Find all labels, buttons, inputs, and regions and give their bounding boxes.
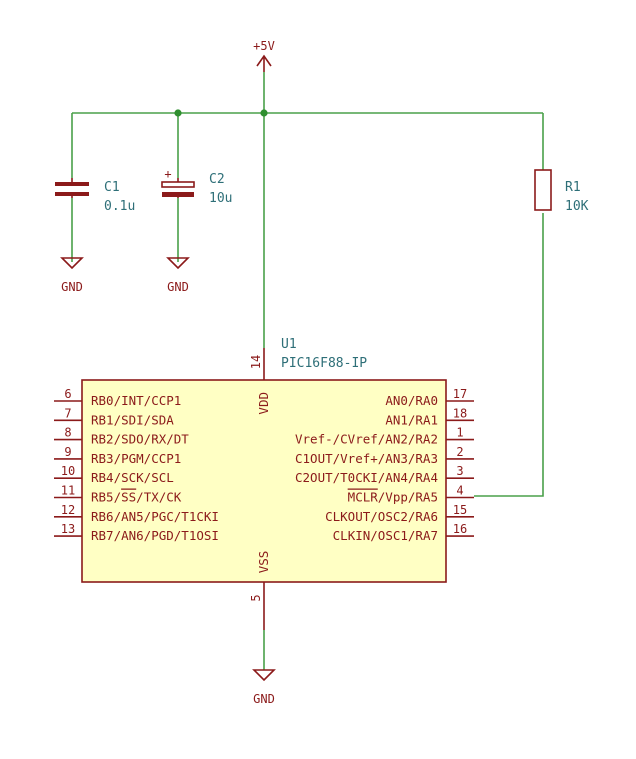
left-pin-name: RB1/SDI/SDA xyxy=(91,412,174,427)
right-pin-name: C2OUT/T0CKI/AN4/RA4 xyxy=(295,470,438,485)
vss-pin-number: 5 xyxy=(249,594,263,601)
gnd-label-c2: GND xyxy=(167,280,189,294)
left-pin-number: 6 xyxy=(64,387,71,401)
right-pin-number: 1 xyxy=(456,426,463,440)
junction-dot xyxy=(174,109,182,117)
left-pin-number: 10 xyxy=(61,464,75,478)
left-pin-number: 13 xyxy=(61,522,75,536)
left-pin-name: RB3/PGM/CCP1 xyxy=(91,451,181,466)
right-pin-number: 3 xyxy=(456,464,463,478)
left-pin-name: RB2/SDO/RX/DT xyxy=(91,432,189,447)
c2-ref-label: C2 xyxy=(209,172,225,187)
left-pin-number: 9 xyxy=(64,445,71,459)
wires xyxy=(71,72,544,670)
r1-mclr-wire xyxy=(474,213,544,497)
junction-dot xyxy=(260,109,268,117)
vss-pin-name: VSS xyxy=(256,551,271,574)
left-pin-name: RB4/SCK/SCL xyxy=(91,470,174,485)
gnd-symbol-c2: GND xyxy=(166,257,190,294)
right-pin-number: 17 xyxy=(453,387,467,401)
left-pin-name: RB0/INT/CCP1 xyxy=(91,393,181,408)
vdd-pin-number: 14 xyxy=(249,355,263,369)
right-pin-number: 15 xyxy=(453,503,467,517)
right-pin-name: MCLR/Vpp/RA5 xyxy=(348,490,438,505)
capacitor-c1: C1 0.1u xyxy=(55,178,135,214)
left-pin-number: 12 xyxy=(61,503,75,517)
gnd-label-c1: GND xyxy=(61,280,83,294)
c2-polarity-mark: + xyxy=(164,167,171,181)
left-pin-name: RB5/SS/TX/CK xyxy=(91,490,182,505)
r1-ref-label: R1 xyxy=(565,180,581,195)
right-pin-name: CLKOUT/OSC2/RA6 xyxy=(325,509,438,524)
right-pin-name: AN0/RA0 xyxy=(385,393,438,408)
u1-ref-label: U1 xyxy=(281,337,297,352)
right-pin-number: 2 xyxy=(456,445,463,459)
left-pin-name: RB6/AN5/PGC/T1CKI xyxy=(91,509,219,524)
ic-body xyxy=(81,379,447,583)
c1-value-label: 0.1u xyxy=(104,199,135,214)
vcc-label: +5V xyxy=(253,39,275,53)
u1-value-label: PIC16F88-IP xyxy=(281,356,367,371)
right-pin-name: C1OUT/Vref+/AN3/RA3 xyxy=(295,451,438,466)
right-pin-number: 4 xyxy=(456,484,463,498)
vdd-pin-name: VDD xyxy=(256,392,271,415)
right-pin-number: 16 xyxy=(453,522,467,536)
right-pin-number: 18 xyxy=(453,406,467,420)
left-pin-name: RB7/AN6/PGD/T1OSI xyxy=(91,528,219,543)
c1-ref-label: C1 xyxy=(104,180,120,195)
right-pin-list: 17AN0/RA018AN1/RA11Vref-/CVref/AN2/RA22C… xyxy=(295,387,474,543)
left-pin-number: 7 xyxy=(64,406,71,420)
right-pin-name: Vref-/CVref/AN2/RA2 xyxy=(295,432,438,447)
resistor-r1: R1 10K xyxy=(534,169,589,214)
gnd-symbol-c1: GND xyxy=(60,257,84,294)
left-pin-number: 8 xyxy=(64,426,71,440)
left-pin-list: 6 RB0/INT/CCP1 7 RB1/SDI/SDA 8 RB2/SDO/RX/DT 9… xyxy=(54,387,219,543)
gnd-label-u1: GND xyxy=(253,692,275,706)
gnd-symbol-u1: GND xyxy=(252,669,276,706)
r1-value-label: 10K xyxy=(565,199,589,214)
capacitor-c2: + C2 10u xyxy=(161,167,232,206)
right-pin-name: CLKIN/OSC1/RA7 xyxy=(333,528,438,543)
left-pin-number: 11 xyxy=(61,484,75,498)
right-pin-name: AN1/RA1 xyxy=(385,412,438,427)
c2-value-label: 10u xyxy=(209,191,232,206)
vcc-power-symbol: +5V xyxy=(253,39,275,72)
